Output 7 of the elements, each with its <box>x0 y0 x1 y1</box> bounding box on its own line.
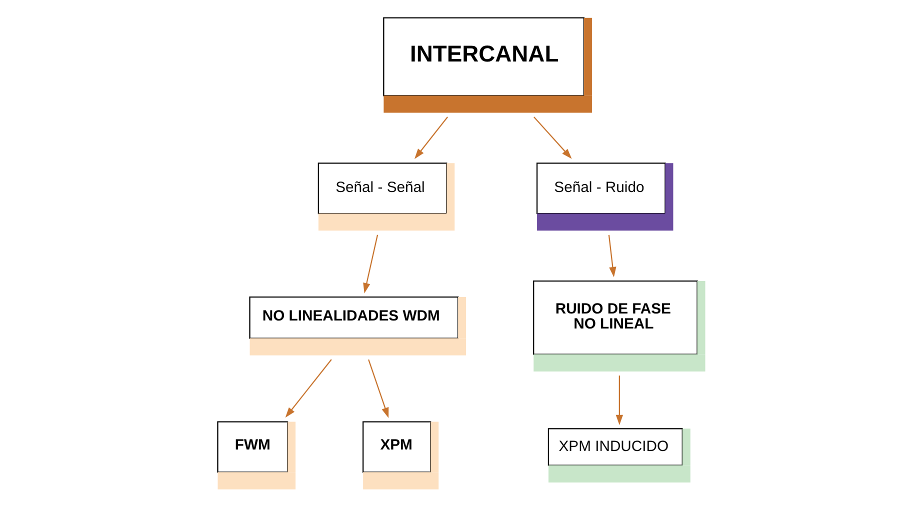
arrow <box>368 359 389 418</box>
arrow <box>414 116 448 159</box>
arrow <box>534 116 572 159</box>
arrow <box>363 234 378 294</box>
arrow <box>608 234 616 278</box>
arrow <box>285 359 332 418</box>
arrow <box>616 376 624 426</box>
